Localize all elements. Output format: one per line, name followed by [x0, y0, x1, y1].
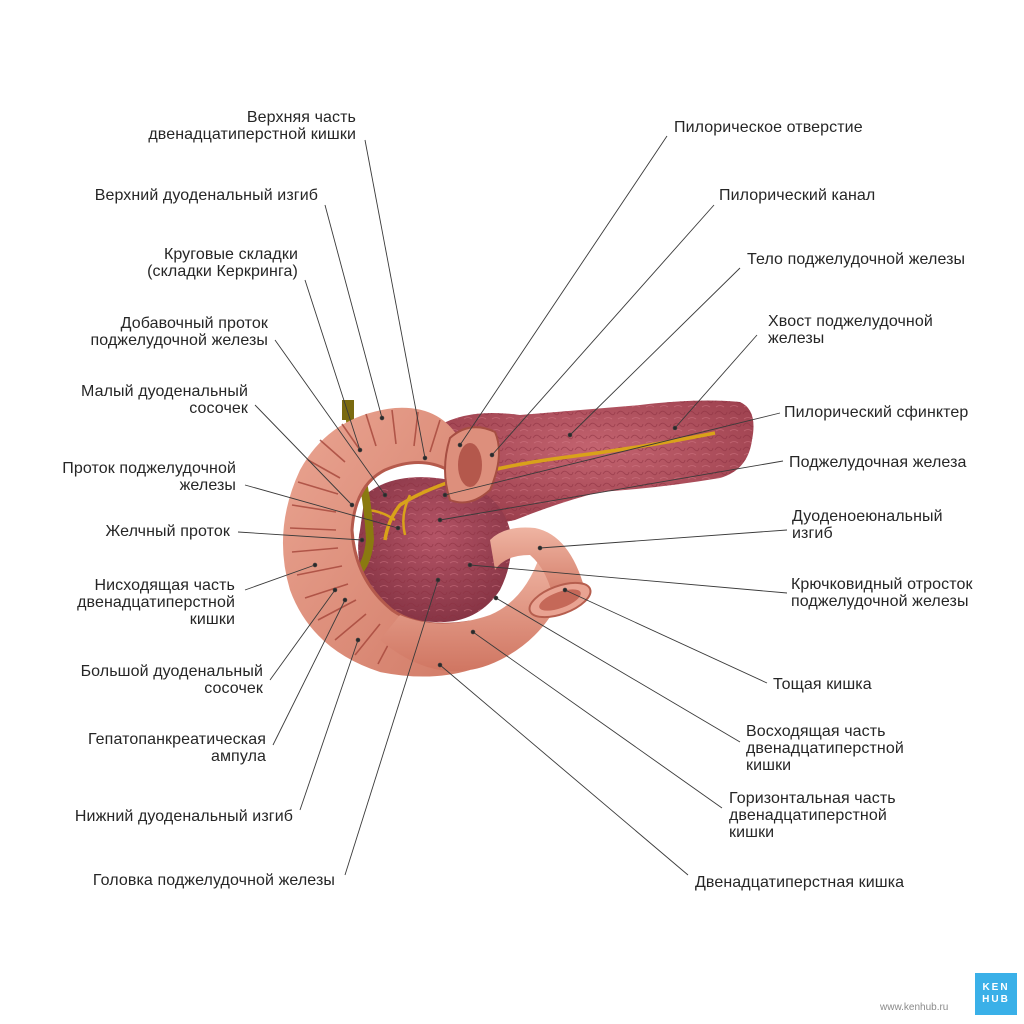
leader-dot-upper-part — [422, 455, 428, 461]
leader-upper-part — [364, 139, 426, 459]
label-pyloric-orifice: Пилорическое отверстие — [674, 119, 863, 136]
leader-dot-pancreas-tail — [672, 425, 678, 431]
pancreas-body-tail — [440, 400, 754, 523]
leader-minor-papilla — [254, 404, 353, 506]
leader-lines — [237, 135, 788, 876]
leader-lower-flexure — [299, 639, 359, 811]
leader-dot-lower-flexure — [355, 637, 361, 643]
label-bile-duct: Желчный проток — [105, 523, 230, 540]
leader-major-papilla — [269, 589, 336, 681]
leader-pyloric-sphincter — [444, 412, 781, 496]
leader-dot-pancreas-body — [567, 432, 573, 438]
leader-dot-descending-part — [312, 562, 318, 568]
leader-pancreas — [439, 460, 784, 521]
leader-dot-duodenojejunal-flexure — [537, 545, 543, 551]
leader-ampulla — [272, 599, 346, 746]
leader-pyloric-canal — [491, 204, 715, 456]
leader-dot-uncinate-process — [467, 562, 473, 568]
label-lower-flexure: Нижний дуоденальный изгиб — [74, 808, 293, 825]
leader-dot-pancreas-head — [435, 577, 441, 583]
leader-dot-pancreas — [437, 517, 443, 523]
leader-circular-folds — [304, 279, 361, 451]
pancreas-head — [358, 477, 512, 623]
label-pancreas: Поджелудочная железа — [789, 454, 967, 471]
leader-pancreatic-duct — [244, 484, 399, 529]
leader-pancreas-head — [344, 579, 439, 876]
label-pyloric-canal: Пилорический канал — [719, 187, 876, 204]
leader-pancreas-tail — [674, 334, 758, 429]
label-pancreas-head: Головка поджелудочной железы — [92, 872, 335, 889]
leader-ascending-part — [495, 597, 741, 743]
site-url: www.kenhub.ru — [880, 1002, 949, 1013]
leader-dot-pyloric-sphincter — [442, 492, 448, 498]
leader-dot-horizontal-part — [470, 629, 476, 635]
leader-duodenum — [439, 664, 689, 876]
label-circular-folds: Круговые складки(складки Керкринга) — [147, 246, 298, 280]
leader-bile-duct — [237, 531, 363, 541]
label-upper-flexure: Верхний дуоденальный изгиб — [94, 187, 318, 204]
leader-uncinate-process — [469, 564, 788, 594]
leader-dot-circular-folds — [357, 447, 363, 453]
label-pancreas-body: Тело поджелудочной железы — [747, 251, 966, 268]
leader-upper-flexure — [324, 204, 383, 419]
leader-accessory-duct — [274, 339, 386, 496]
leader-dot-minor-papilla — [349, 502, 355, 508]
leader-jejunum — [564, 589, 768, 684]
leader-dot-bile-duct — [359, 537, 365, 543]
leader-dot-pyloric-canal — [489, 452, 495, 458]
leader-pancreas-body — [569, 267, 741, 436]
leader-dot-pyloric-orifice — [457, 442, 463, 448]
leader-dot-accessory-duct — [382, 492, 388, 498]
leader-dot-duodenum — [437, 662, 443, 668]
label-jejunum: Тощая кишка — [773, 676, 872, 693]
label-pyloric-sphincter: Пилорический сфинктер — [784, 404, 969, 421]
leader-dot-major-papilla — [332, 587, 338, 593]
label-duodenum: Двенадцатиперстная кишка — [695, 874, 905, 891]
leader-descending-part — [244, 564, 316, 591]
leader-horizontal-part — [472, 631, 723, 809]
bile-duct-stump — [342, 400, 354, 420]
leader-dot-jejunum — [562, 587, 568, 593]
leader-dot-upper-flexure — [379, 415, 385, 421]
leader-dot-ampulla — [342, 597, 348, 603]
leader-dot-ascending-part — [493, 595, 499, 601]
leader-duodenojejunal-flexure — [539, 529, 788, 549]
kenhub-logo: KEN HUB — [975, 973, 1017, 1015]
leader-pyloric-orifice — [459, 135, 668, 446]
leader-dot-pancreatic-duct — [395, 525, 401, 531]
